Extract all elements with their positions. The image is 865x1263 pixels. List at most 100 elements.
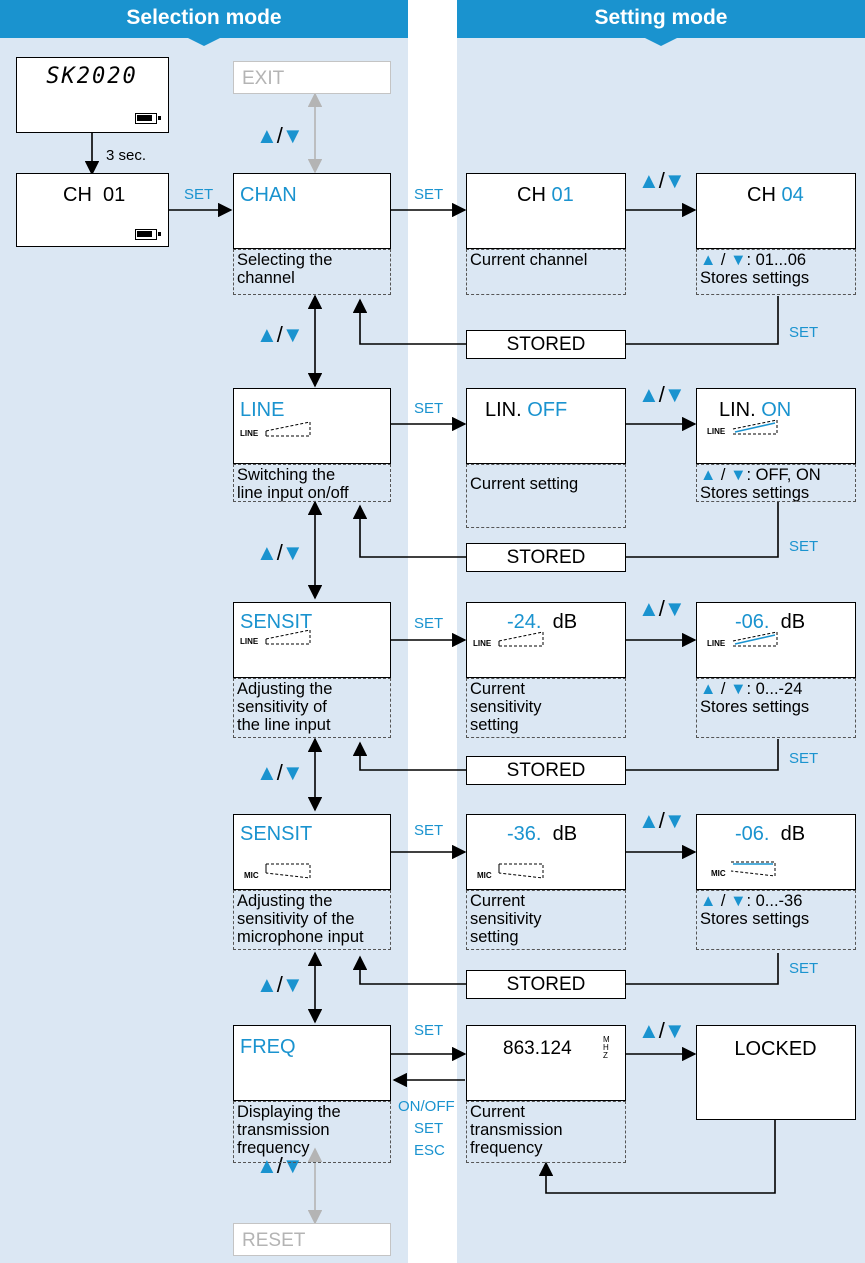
desc-line: setting <box>470 928 519 946</box>
up-arrow-icon: ▲ <box>256 123 278 148</box>
desc-line: Current <box>470 1103 526 1121</box>
up-arrow-icon: ▲ <box>700 466 717 484</box>
down-arrow-icon: ▼ <box>281 760 304 785</box>
current-description: Current setting <box>466 464 626 528</box>
setting-mode-title: Setting mode <box>457 0 865 38</box>
slash: / <box>276 1153 283 1178</box>
on-off-label: ON/OFF <box>398 1098 455 1115</box>
line-level-icon <box>732 631 778 647</box>
down-arrow-icon: ▼ <box>281 540 304 565</box>
up-down-nav: ▲/▼ <box>638 808 686 834</box>
up-down-nav: ▲/▼ <box>638 382 686 408</box>
battery-icon <box>135 113 161 124</box>
menu-item-line[interactable]: LINE LINE <box>233 388 391 464</box>
current-value: -24. dB <box>507 611 577 634</box>
esc-label: ESC <box>414 1142 445 1159</box>
mic-tag: MIC <box>711 869 726 878</box>
up-arrow-icon: ▲ <box>256 760 278 785</box>
down-arrow-icon: ▼ <box>281 123 304 148</box>
desc-line: Switching the <box>237 466 336 484</box>
desc-line: Current <box>470 680 526 698</box>
line-tag: LINE <box>240 637 259 646</box>
new-value-display: LIN. ON LINE <box>696 388 856 464</box>
desc-line: Adjusting the <box>237 680 333 698</box>
range-text: : 01...06 <box>746 251 807 269</box>
line-level-icon <box>265 629 311 645</box>
slash: / <box>276 760 283 785</box>
menu-item-label: CHAN <box>240 184 297 206</box>
hold-duration-label: 3 sec. <box>106 147 147 164</box>
set-label: SET <box>414 186 444 203</box>
stored-box: STORED <box>466 970 626 999</box>
line-tag: LINE <box>240 429 259 438</box>
menu-item-chan[interactable]: CHAN <box>233 173 391 249</box>
slash: / <box>276 123 283 148</box>
mic-level-icon <box>265 863 311 879</box>
up-down-nav: ▲/▼ <box>638 596 686 622</box>
new-value: -06. dB <box>735 611 805 634</box>
set-label: SET <box>789 538 819 555</box>
value-number: -36. <box>507 823 542 845</box>
desc-line: microphone input <box>237 928 364 946</box>
selection-mode-title: Selection mode <box>0 0 408 38</box>
desc-line: Selecting the <box>237 251 333 269</box>
desc-line: frequency <box>237 1139 310 1157</box>
up-down-nav: ▲/▼ <box>638 168 686 194</box>
down-arrow-icon: ▼ <box>730 466 747 484</box>
line-level-icon <box>732 419 778 435</box>
set-label: SET <box>414 615 444 632</box>
new-description: ▲ / ▼: 0...-36 Stores settings <box>696 890 856 950</box>
desc-line: sensitivity of the <box>237 910 355 928</box>
desc-line: channel <box>237 269 295 287</box>
value-number: -06. <box>735 823 770 845</box>
up-arrow-icon: ▲ <box>638 1018 660 1043</box>
mic-level-icon <box>730 861 776 877</box>
value-unit: dB <box>552 823 578 845</box>
desc-line: transmission <box>237 1121 330 1139</box>
set-label: SET <box>414 822 444 839</box>
current-value: -36. dB <box>507 823 577 846</box>
menu-item-sensit-line[interactable]: SENSIT LINE <box>233 602 391 678</box>
current-value-display: -24. dB LINE <box>466 602 626 678</box>
line-tag: LINE <box>707 427 726 436</box>
value-number: 01 <box>551 184 574 206</box>
down-arrow-icon: ▼ <box>663 382 686 407</box>
set-label: SET <box>184 186 214 203</box>
new-value-display: CH 04 <box>696 173 856 249</box>
down-arrow-icon: ▼ <box>663 1018 686 1043</box>
current-value-display: CH 01 <box>466 173 626 249</box>
selection-header-notch <box>188 38 220 46</box>
set-label: SET <box>414 400 444 417</box>
slash: / <box>658 382 665 407</box>
desc-line: sensitivity <box>470 698 542 716</box>
line-tag: LINE <box>707 639 726 648</box>
menu-item-freq[interactable]: FREQ <box>233 1025 391 1101</box>
current-value-display: -36. dB MIC <box>466 814 626 890</box>
line-level-icon <box>265 421 311 437</box>
stores-text: Stores settings <box>700 269 810 287</box>
reset-box[interactable]: RESET <box>233 1223 391 1256</box>
exit-box[interactable]: EXIT <box>233 61 391 94</box>
up-arrow-icon: ▲ <box>256 972 278 997</box>
desc-line: the line input <box>237 716 331 734</box>
down-arrow-icon: ▼ <box>730 892 747 910</box>
stores-text: Stores settings <box>700 698 810 716</box>
down-arrow-icon: ▼ <box>281 1153 304 1178</box>
slash: / <box>658 1018 665 1043</box>
slash: / <box>658 808 665 833</box>
new-value: LIN. ON <box>719 399 791 422</box>
stored-box: STORED <box>466 330 626 359</box>
mic-tag: MIC <box>244 871 259 880</box>
line-tag: LINE <box>473 639 492 648</box>
value-unit: dB <box>780 611 806 633</box>
desc-line: transmission <box>470 1121 563 1139</box>
range-hint: ▲ / ▼: 0...-36 <box>700 892 803 910</box>
frequency-unit: MHZ <box>603 1035 610 1060</box>
menu-description: Displaying the transmission frequency <box>233 1101 391 1163</box>
up-arrow-icon: ▲ <box>700 892 717 910</box>
desc-line: Adjusting the <box>237 892 333 910</box>
up-arrow-icon: ▲ <box>638 382 660 407</box>
stores-text: Stores settings <box>700 484 810 502</box>
stores-text: Stores settings <box>700 910 810 928</box>
menu-item-sensit-mic[interactable]: SENSIT MIC <box>233 814 391 890</box>
